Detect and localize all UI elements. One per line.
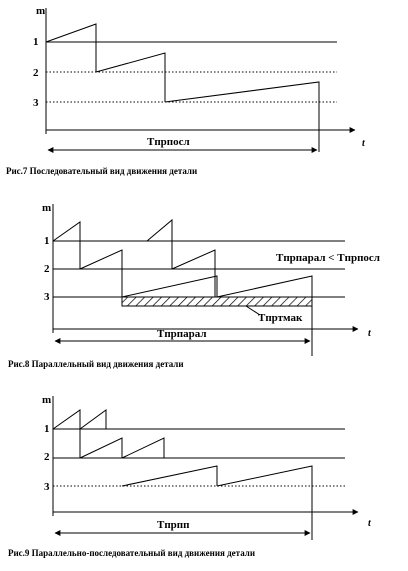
part2-op-1 — [146, 218, 173, 269]
duration-label: Tпрпарал — [157, 328, 207, 340]
operation-label-3: 3 — [44, 481, 50, 493]
part1-op-1 — [52, 221, 81, 269]
duration-label: Tпрпосл — [147, 136, 190, 148]
operation-label-2: 2 — [44, 451, 50, 463]
part2-op-1 — [79, 409, 107, 430]
part1-op-3 — [121, 275, 218, 298]
part2-op-3 — [216, 465, 313, 487]
operation-label-2: 2 — [33, 67, 39, 79]
x-axis-label: t — [362, 138, 366, 149]
operation-label-1: 1 — [33, 36, 39, 48]
x-axis-label: t — [368, 518, 372, 529]
y-axis-label: m — [36, 5, 45, 17]
downtime-hatched-area — [121, 296, 313, 307]
operation-label-3: 3 — [33, 97, 39, 109]
figure-7: m t 1 2 3 Tпрпосл Рис.7 Последовательный… — [6, 5, 366, 176]
part1-op-3 — [121, 465, 218, 487]
operation-label-3: 3 — [44, 291, 50, 303]
caption: Рис.8 Параллельный вид движения детали — [8, 359, 184, 369]
operation-label-2: 2 — [44, 263, 50, 275]
caption: Рис.9 Параллельно-последовательный вид д… — [8, 548, 255, 558]
part1-op-2 — [79, 437, 123, 459]
part1-op-1 — [52, 409, 81, 458]
part2-op-2 — [121, 437, 165, 459]
y-axis-label: m — [42, 202, 51, 214]
duration-label: Tпрпп — [157, 519, 190, 531]
figure-9: m t 1 2 3 Tпрпп Рис.9 Параллельно-послед… — [8, 394, 372, 558]
operation-label-1: 1 — [44, 423, 50, 435]
batch-op-1 — [45, 23, 97, 72]
downtime-label: Tпртмак — [258, 312, 303, 324]
downtime-leader-line — [245, 305, 261, 316]
batch-op-2 — [95, 52, 166, 102]
caption: Рис.7 Последовательный вид движения дета… — [6, 166, 197, 176]
x-axis-label: t — [368, 328, 372, 339]
part2-op-3 — [216, 275, 313, 306]
part1-op-2 — [79, 249, 123, 306]
y-axis-label: m — [42, 394, 51, 406]
part2-op-2 — [171, 249, 216, 297]
comparison-label: Tпрпарал < Tпрпосл — [276, 252, 380, 264]
operation-label-1: 1 — [44, 235, 50, 247]
figure-8: m t 1 2 3 Tпрпарал Tпрпарал < Tпрпосл Tп… — [8, 202, 380, 369]
batch-op-3 — [164, 81, 320, 152]
